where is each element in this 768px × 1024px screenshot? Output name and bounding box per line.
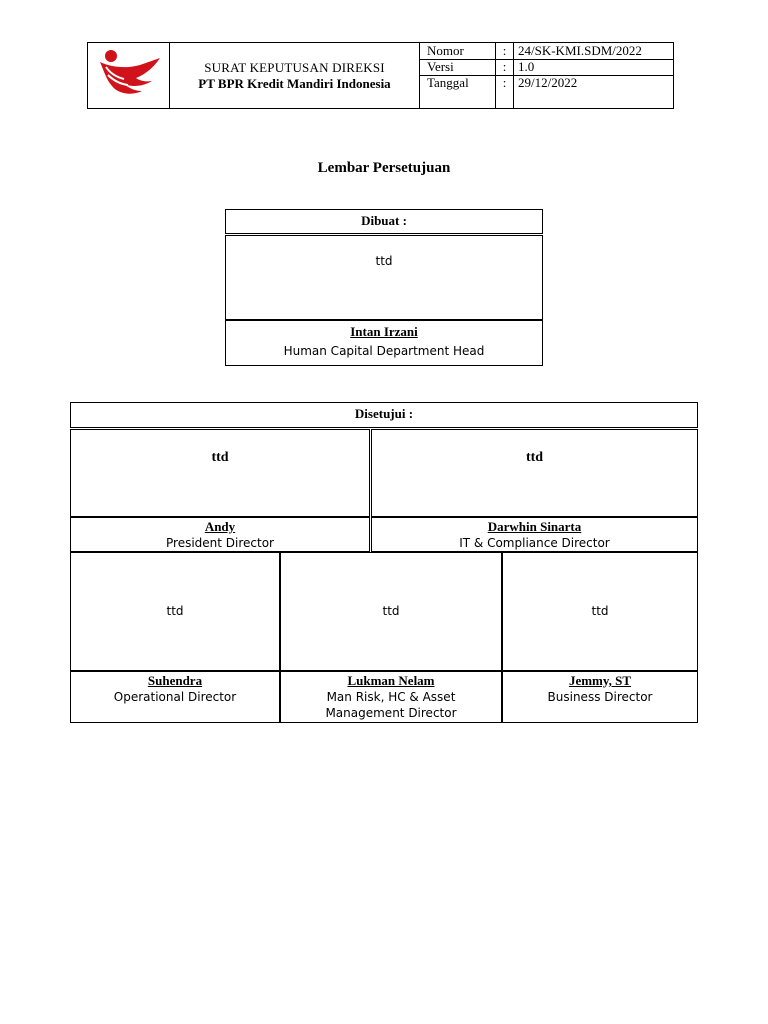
meta-row-nomor: Nomor : 24/SK-KMI.SDM/2022 (420, 43, 673, 60)
disetujui-signer-box: Andy President Director (70, 517, 370, 552)
meta-colon: : (495, 59, 514, 75)
darwhin-signature: ttd (525, 450, 544, 465)
disetujui-signature-box: ttd (70, 552, 280, 671)
meta-value: 1.0 (518, 59, 535, 74)
disetujui-signature-box: ttd (371, 429, 698, 517)
disetujui-heading: Disetujui : (70, 402, 698, 428)
dibuat-name: Intan Irzani (350, 324, 418, 339)
dibuat-signature: ttd (375, 254, 393, 268)
disetujui-signature-box: ttd (502, 552, 698, 671)
logo-cell (88, 43, 170, 108)
lukman-role-line1: Man Risk, HC & Asset (326, 690, 456, 704)
andy-signature: ttd (211, 450, 229, 465)
dibuat-heading: Dibuat : (225, 209, 543, 234)
suhendra-name: Suhendra (147, 673, 203, 688)
darwhin-role: IT & Compliance Director (459, 536, 610, 550)
meta-label: Versi (427, 59, 454, 74)
disetujui-signer-box: Darwhin Sinarta IT & Compliance Director (371, 517, 698, 552)
darwhin-name: Darwhin Sinarta (487, 519, 582, 534)
meta-row-tanggal: Tanggal : 29/12/2022 (420, 75, 673, 108)
meta-colon: : (495, 43, 514, 59)
header-title-line1: SURAT KEPUTUSAN DIREKSI (204, 59, 385, 75)
jemmy-name: Jemmy, ST (568, 673, 632, 688)
lukman-role-line2: Management Director (325, 706, 457, 720)
company-logo-icon (100, 50, 160, 94)
header-title-cell: SURAT KEPUTUSAN DIREKSI PT BPR Kredit Ma… (170, 43, 420, 108)
header-title-line2: PT BPR Kredit Mandiri Indonesia (198, 75, 391, 91)
document-header: SURAT KEPUTUSAN DIREKSI PT BPR Kredit Ma… (87, 42, 674, 109)
disetujui-signer-box: Suhendra Operational Director (70, 671, 280, 723)
dibuat-signer-box: Intan Irzani Human Capital Department He… (225, 320, 543, 366)
lukman-signature: ttd (382, 604, 400, 618)
meta-value: 29/12/2022 (518, 75, 578, 90)
suhendra-role: Operational Director (113, 690, 237, 704)
suhendra-signature: ttd (166, 604, 184, 618)
meta-colon: : (495, 75, 514, 108)
jemmy-signature: ttd (591, 604, 609, 618)
meta-label: Tanggal (427, 75, 469, 90)
andy-role: President Director (166, 536, 274, 550)
meta-label: Nomor (427, 43, 464, 58)
lukman-name: Lukman Nelam (347, 673, 435, 688)
dibuat-role: Human Capital Department Head (283, 344, 485, 358)
meta-value: 24/SK-KMI.SDM/2022 (518, 43, 642, 58)
disetujui-signature-box: ttd (70, 429, 370, 517)
disetujui-signer-box: Jemmy, ST Business Director (502, 671, 698, 723)
document-title: Lembar Persetujuan (317, 160, 451, 176)
dibuat-signature-box: ttd (225, 235, 543, 320)
disetujui-signature-box: ttd (280, 552, 502, 671)
meta-row-versi: Versi : 1.0 (420, 59, 673, 76)
disetujui-signer-box: Lukman Nelam Man Risk, HC & Asset Manage… (280, 671, 502, 723)
andy-name: Andy (204, 519, 236, 534)
jemmy-role: Business Director (547, 690, 653, 704)
